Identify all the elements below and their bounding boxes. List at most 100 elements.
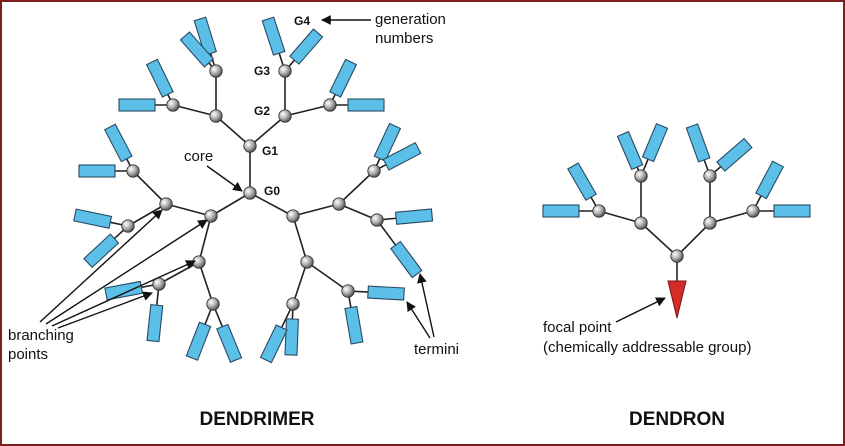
branching-arrow-4 bbox=[57, 291, 153, 329]
termini-arrow-1 bbox=[417, 273, 435, 338]
branching-node bbox=[204, 209, 218, 223]
terminus-block bbox=[146, 303, 164, 343]
bond-lines bbox=[110, 52, 774, 328]
bond-line bbox=[676, 222, 711, 257]
branching-node bbox=[278, 64, 292, 78]
branching-node bbox=[278, 109, 292, 123]
terminus-block bbox=[567, 162, 597, 201]
bond-line bbox=[172, 104, 217, 117]
branching-node bbox=[670, 249, 684, 263]
bond-line bbox=[210, 192, 251, 217]
branching-node bbox=[367, 164, 381, 178]
branching-node bbox=[209, 64, 223, 78]
terminus-block bbox=[284, 318, 299, 356]
branching-node bbox=[592, 204, 606, 218]
terminus-block bbox=[716, 137, 753, 172]
generation-label-g0: G0 bbox=[264, 184, 280, 198]
terminus-block bbox=[542, 204, 580, 218]
terminus-block bbox=[83, 233, 120, 269]
branching-node bbox=[121, 219, 135, 233]
branching-node bbox=[703, 216, 717, 230]
bond-line bbox=[292, 261, 308, 305]
terminus-block bbox=[685, 123, 711, 163]
branching-arrow-3 bbox=[51, 260, 196, 327]
core-label: core bbox=[184, 148, 213, 165]
generation-label-g1: G1 bbox=[262, 144, 278, 158]
generation-label-g4: G4 bbox=[294, 14, 310, 28]
terminus-block bbox=[382, 141, 422, 171]
focal-point-label-line2: (chemically addressable group) bbox=[543, 339, 751, 356]
terminus-block bbox=[216, 323, 243, 363]
terminus-block bbox=[389, 240, 423, 279]
bond-line bbox=[338, 203, 378, 221]
bond-line bbox=[215, 115, 251, 147]
terminus-block bbox=[145, 58, 174, 98]
generation-label-g2: G2 bbox=[254, 104, 270, 118]
terminus-block bbox=[259, 324, 288, 364]
terminus-block bbox=[179, 31, 215, 68]
bond-line bbox=[165, 203, 212, 217]
terminus-block bbox=[104, 280, 144, 301]
bond-line bbox=[292, 203, 340, 217]
termini-group bbox=[73, 16, 811, 364]
generation-numbers-label-line2: numbers bbox=[375, 30, 433, 47]
bond-line bbox=[249, 192, 294, 217]
branching-points-label-line1: branching bbox=[8, 327, 74, 344]
generation-numbers-label-line1: generation bbox=[375, 11, 446, 28]
terminus-block bbox=[103, 123, 133, 163]
terminus-block bbox=[347, 98, 385, 112]
branching-arrow-2 bbox=[45, 219, 208, 325]
bond-line bbox=[132, 170, 167, 205]
terminus-block bbox=[395, 208, 434, 225]
bond-line bbox=[338, 170, 375, 205]
branching-node bbox=[634, 169, 648, 183]
branching-node bbox=[746, 204, 760, 218]
termini-label: termini bbox=[414, 341, 459, 358]
terminus-block bbox=[78, 164, 116, 178]
branching-node bbox=[323, 98, 337, 112]
bond-line bbox=[640, 222, 678, 257]
branching-node bbox=[159, 197, 173, 211]
branching-node bbox=[634, 216, 648, 230]
terminus-block bbox=[616, 130, 644, 171]
terminus-block bbox=[193, 16, 218, 56]
bond-line bbox=[198, 261, 214, 305]
branching-node bbox=[166, 98, 180, 112]
branching-node bbox=[370, 213, 384, 227]
bond-line bbox=[284, 104, 331, 117]
terminus-block bbox=[289, 28, 324, 65]
terminus-block bbox=[261, 16, 286, 56]
branching-node bbox=[126, 164, 140, 178]
focal-point-label-line1: focal point bbox=[543, 319, 612, 336]
branching-arrow-1 bbox=[39, 209, 163, 323]
branching-node bbox=[341, 284, 355, 298]
dendron-title: DENDRON bbox=[629, 409, 725, 430]
terminus-block bbox=[367, 285, 405, 301]
focal-point-marker bbox=[667, 280, 687, 319]
branching-node bbox=[300, 255, 314, 269]
bond-line bbox=[292, 215, 308, 263]
bond-line bbox=[598, 210, 642, 224]
terminus-block bbox=[773, 204, 811, 218]
generation-label-g3: G3 bbox=[254, 64, 270, 78]
bond-line bbox=[709, 210, 754, 224]
branching-node bbox=[206, 297, 220, 311]
dendrimer-title: DENDRIMER bbox=[199, 409, 314, 430]
branching-node bbox=[286, 297, 300, 311]
focal-point-arrow bbox=[615, 297, 666, 323]
terminus-block bbox=[185, 321, 212, 361]
core-node bbox=[243, 186, 257, 200]
branching-nodes bbox=[121, 64, 760, 311]
terminus-block bbox=[118, 98, 156, 112]
terminus-block bbox=[373, 122, 402, 162]
terminus-block bbox=[755, 160, 785, 200]
bond-line bbox=[249, 115, 286, 147]
branching-node bbox=[286, 209, 300, 223]
termini-arrow-2 bbox=[406, 301, 431, 339]
branching-node bbox=[192, 255, 206, 269]
branching-node bbox=[243, 139, 257, 153]
bond-line bbox=[158, 261, 200, 285]
bond-line bbox=[127, 203, 167, 227]
